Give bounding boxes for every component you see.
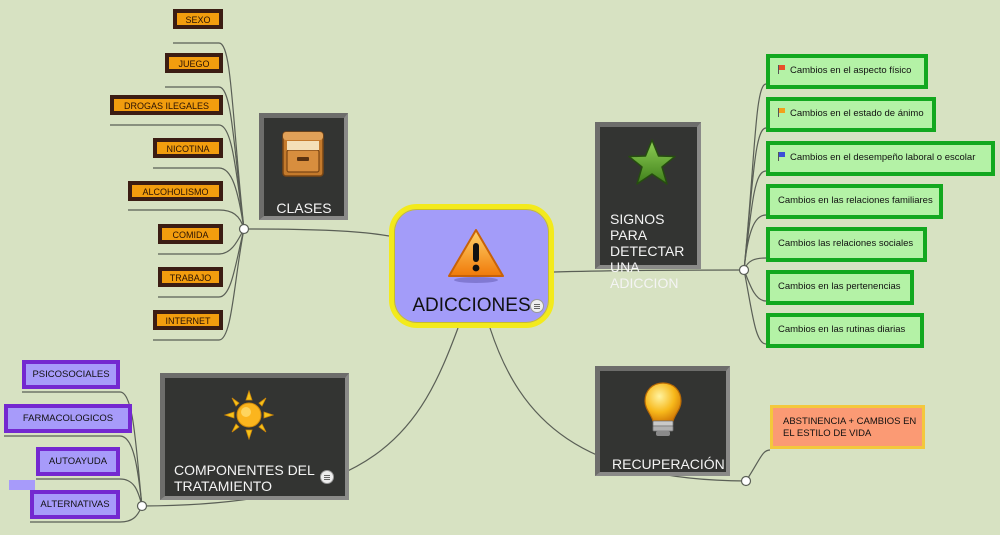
clases-item-alcoholismo[interactable]: ALCOHOLISMO <box>128 181 223 201</box>
topic-signos-line-1: SIGNOS PARA <box>610 211 665 243</box>
componentes-item-autoayuda[interactable]: AUTOAYUDA <box>36 447 120 476</box>
connector-central-clases <box>243 228 390 237</box>
clases-item-drogas-ilegales[interactable]: DROGAS ILEGALES <box>110 95 223 115</box>
warning-icon <box>448 229 504 283</box>
connector-central-signos <box>553 269 745 273</box>
signos-item-relaciones-familiares[interactable]: Cambios en las relaciones familiares <box>766 184 943 219</box>
topic-recuperacion-label: RECUPERACIÓN <box>612 456 725 472</box>
signos-item-relaciones-sociales[interactable]: Cambios las relaciones sociales <box>766 227 927 262</box>
signos-item-estado-animo[interactable]: Cambios en el estado de ánimo <box>766 97 936 132</box>
flag-icon <box>778 65 786 74</box>
signos-item-rutinas[interactable]: Cambios en las rutinas diarias <box>766 313 924 348</box>
topic-componentes[interactable]: COMPONENTES DEL TRATAMIENTO <box>160 373 349 500</box>
componentes-item-psicosociales[interactable]: PSICOSOCIALES <box>22 360 120 389</box>
central-title: ADICCIONES <box>412 295 531 316</box>
clases-item-sexo[interactable]: SEXO <box>173 9 223 29</box>
topic-componentes-line-1: COMPONENTES DEL <box>174 462 315 478</box>
recuperacion-note-line-1: ABSTINENCIA + CAMBIOS EN <box>783 416 917 427</box>
componentes-item-alternativas[interactable]: ALTERNATIVAS <box>30 490 120 519</box>
recuperacion-note-line-2: EL ESTILO DE VIDA <box>783 428 872 439</box>
topic-clases-label: CLASES <box>276 200 332 216</box>
topic-componentes-line-2: TRATAMIENTO <box>174 478 272 494</box>
light-bulb-icon <box>644 382 682 436</box>
note-icon[interactable] <box>530 299 544 313</box>
star-icon <box>628 139 676 185</box>
central-topic[interactable]: ADICCIONES <box>389 204 554 328</box>
clases-item-trabajo[interactable]: TRABAJO <box>158 267 223 287</box>
flag-icon <box>778 152 786 161</box>
topic-signos-line-3: ADICCION <box>610 275 679 291</box>
connector-central-recuperacion <box>489 327 747 482</box>
connector-central-componentes <box>141 327 459 507</box>
clases-item-comida[interactable]: COMIDA <box>158 224 223 244</box>
clases-item-juego[interactable]: JUEGO <box>165 53 223 73</box>
sun-icon <box>224 390 274 440</box>
flag-icon <box>778 108 786 117</box>
signos-item-pertenencias[interactable]: Cambios en las pertenencias <box>766 270 914 305</box>
signos-item-desempeno[interactable]: Cambios en el desempeño laboral o escola… <box>766 141 995 176</box>
recuperacion-note[interactable]: ABSTINENCIA + CAMBIOS EN EL ESTILO DE VI… <box>770 405 925 449</box>
clases-item-nicotina[interactable]: NICOTINA <box>153 138 223 158</box>
topic-recuperacion[interactable]: RECUPERACIÓN <box>595 366 730 476</box>
note-icon[interactable] <box>320 470 334 484</box>
topic-clases[interactable]: CLASES <box>259 113 348 220</box>
componentes-item-farmacologicos[interactable]: FARMACOLOGICOS <box>4 404 132 433</box>
clases-item-internet[interactable]: INTERNET <box>153 310 223 330</box>
file-cabinet-icon <box>282 131 324 177</box>
topic-signos-line-2: DETECTAR UNA <box>610 243 685 275</box>
topic-signos[interactable]: SIGNOS PARA DETECTAR UNA ADICCION <box>595 122 701 291</box>
signos-item-aspecto-fisico[interactable]: Cambios en el aspecto físico <box>766 54 928 89</box>
